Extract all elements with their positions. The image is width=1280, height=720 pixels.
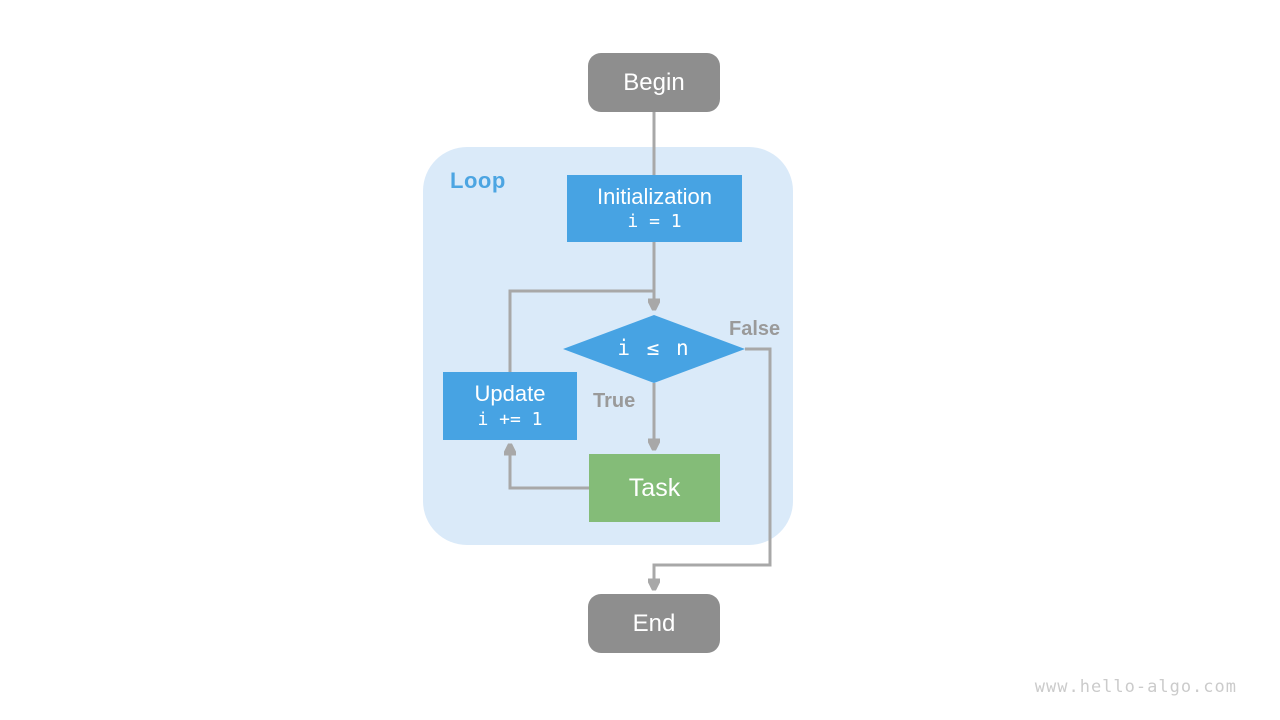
condition-diamond (563, 315, 745, 383)
begin-label: Begin (623, 68, 685, 96)
edge-update-to-condition (508, 289, 654, 372)
branch-label-true: True (593, 390, 636, 412)
edge-task-to-update (510, 446, 589, 490)
edge-condition-false-to-end (654, 347, 772, 588)
update-code: i += 1 (477, 408, 543, 430)
node-end: End (588, 594, 720, 653)
node-begin: Begin (588, 53, 720, 112)
node-task: Task (589, 454, 720, 522)
initialization-label: Initialization (597, 183, 712, 209)
branch-label-false: False (729, 318, 781, 340)
update-label: Update (474, 381, 546, 407)
condition-label: i ≤ n (617, 336, 691, 360)
loop-container-label: Loop (450, 168, 506, 193)
watermark: www.hello-algo.com (1034, 677, 1237, 697)
node-update: Update i += 1 (443, 372, 577, 440)
end-label: End (632, 609, 676, 637)
task-label: Task (628, 473, 681, 502)
node-initialization: Initialization i = 1 (567, 175, 742, 242)
initialization-code: i = 1 (627, 211, 682, 233)
